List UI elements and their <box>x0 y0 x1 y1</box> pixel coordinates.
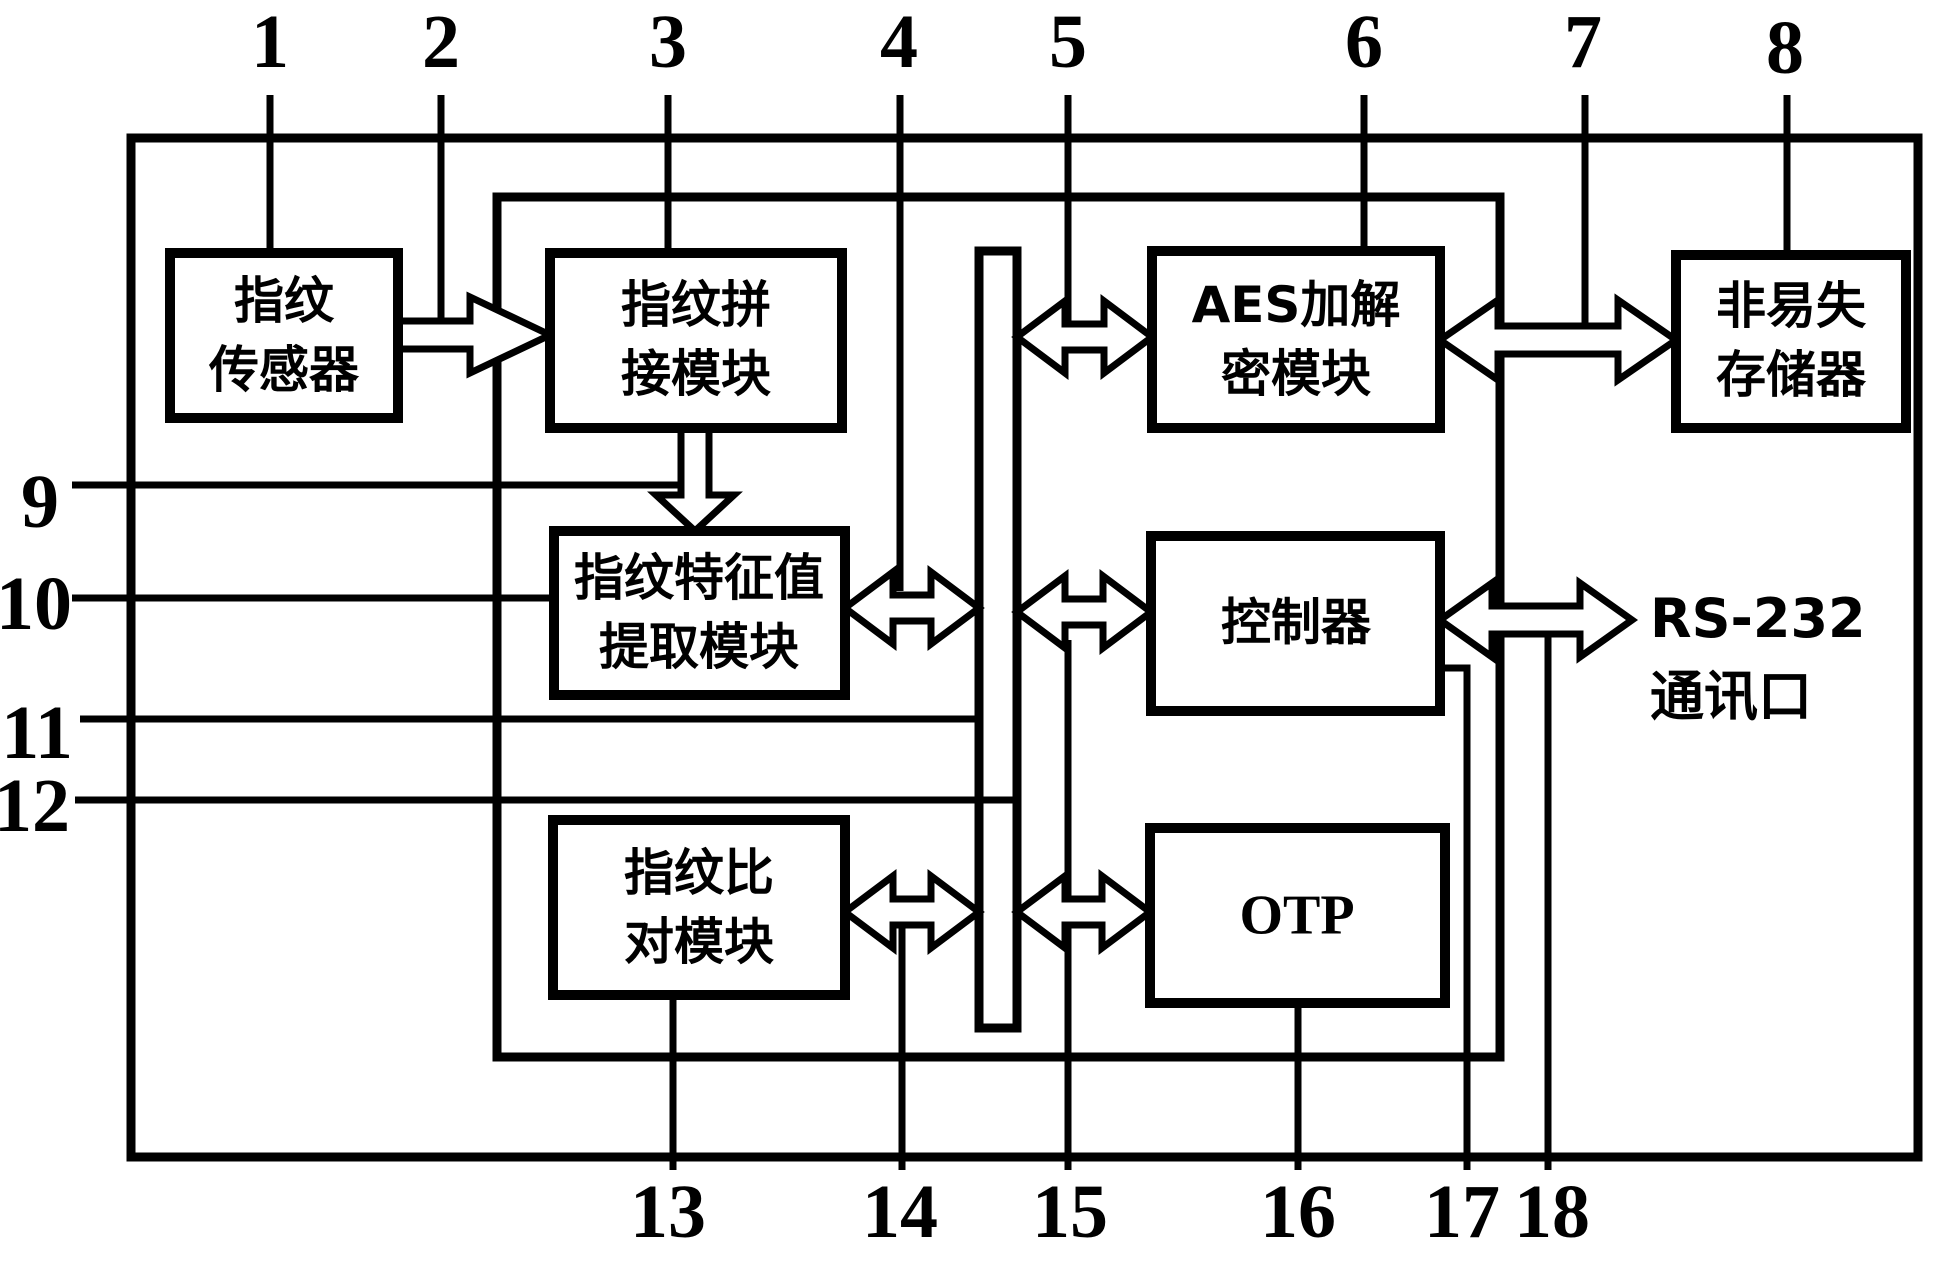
ref-numeral-3: 3 <box>649 0 687 84</box>
ref-numeral-18: 18 <box>1514 1170 1590 1254</box>
system-bus-bar <box>974 246 1022 1033</box>
ref-numeral-13: 13 <box>630 1170 706 1254</box>
ref-numeral-12: 12 <box>0 764 70 848</box>
ref-numeral-10: 10 <box>0 562 72 646</box>
ref-numeral-8: 8 <box>1766 6 1804 90</box>
ref-numeral-5: 5 <box>1049 0 1087 84</box>
label-fingerprint-matching-line1: 指纹比 <box>624 844 774 902</box>
arrow-controller-rs232 <box>1433 576 1639 664</box>
label-aes-crypto-line1: AES加解 <box>1191 276 1401 334</box>
ref-numeral-16: 16 <box>1260 1170 1336 1254</box>
outer-boundary-rect <box>126 133 1923 1162</box>
box-fingerprint-sensor <box>165 248 403 423</box>
label-rs232-line1: RS-232 <box>1650 587 1866 650</box>
label-nonvolatile-memory-line2: 存储器 <box>1716 346 1866 404</box>
arrow-aes-nvm <box>1433 293 1683 387</box>
label-controller: 控制器 <box>1221 593 1371 652</box>
box-otp <box>1145 823 1450 1008</box>
label-nonvolatile-memory: 非易失 存储器 <box>1716 272 1866 410</box>
ref-numeral-6: 6 <box>1345 0 1383 84</box>
label-rs232-line2: 通讯口 <box>1650 665 1812 729</box>
ref-numeral-17: 17 <box>1424 1170 1500 1254</box>
label-fingerprint-feature-extraction-line2: 提取模块 <box>599 618 799 676</box>
label-fingerprint-sensor-line1: 指纹 <box>234 272 334 330</box>
label-aes-crypto-line2: 密模块 <box>1221 345 1371 403</box>
ref-numeral-2: 2 <box>422 0 460 84</box>
label-aes-crypto: AES加解 密模块 <box>1192 271 1401 409</box>
arrow-sensor-to-stitching <box>394 291 559 379</box>
label-fingerprint-sensor-line2: 传感器 <box>209 341 359 399</box>
arrow-bus-otp <box>1011 869 1156 955</box>
arrow-stitching-to-feature-extraction <box>647 424 743 536</box>
label-fingerprint-matching-line2: 对模块 <box>624 913 774 971</box>
arrow-feature-extraction-bus <box>839 565 985 651</box>
box-aes-crypto <box>1147 246 1445 433</box>
label-fingerprint-stitching-line2: 接模块 <box>621 345 771 403</box>
ref-numeral-15: 15 <box>1032 1170 1108 1254</box>
label-fingerprint-stitching: 指纹拼 接模块 <box>621 271 771 409</box>
ref-numeral-11: 11 <box>1 691 73 775</box>
ref-numeral-7: 7 <box>1564 0 1602 84</box>
label-nonvolatile-memory-line1: 非易失 <box>1716 277 1866 335</box>
label-fingerprint-matching: 指纹比 对模块 <box>624 839 774 977</box>
ref-numeral-14: 14 <box>862 1170 938 1254</box>
arrow-matching-bus <box>839 869 985 955</box>
box-fingerprint-stitching <box>545 248 847 433</box>
arrow-bus-aes <box>1011 294 1158 380</box>
box-fingerprint-matching <box>548 815 850 1000</box>
label-fingerprint-stitching-line1: 指纹拼 <box>621 276 771 334</box>
label-rs232-port: RS-232 通讯口 <box>1650 580 1866 737</box>
label-otp: OTP <box>1239 884 1355 947</box>
arrow-bus-controller <box>1011 569 1157 655</box>
label-fingerprint-sensor: 指纹 传感器 <box>209 267 359 405</box>
leader-line-17 <box>1440 664 1471 1170</box>
label-fingerprint-feature-extraction-line1: 指纹特征值 <box>574 549 824 607</box>
ref-numeral-4: 4 <box>880 0 918 84</box>
label-fingerprint-feature-extraction: 指纹特征值 提取模块 <box>574 544 824 682</box>
ref-numeral-1: 1 <box>251 0 289 84</box>
box-controller <box>1146 531 1445 716</box>
box-nonvolatile-memory <box>1671 250 1911 433</box>
ref-numeral-9: 9 <box>21 460 59 544</box>
box-fingerprint-feature-extraction <box>549 526 850 700</box>
